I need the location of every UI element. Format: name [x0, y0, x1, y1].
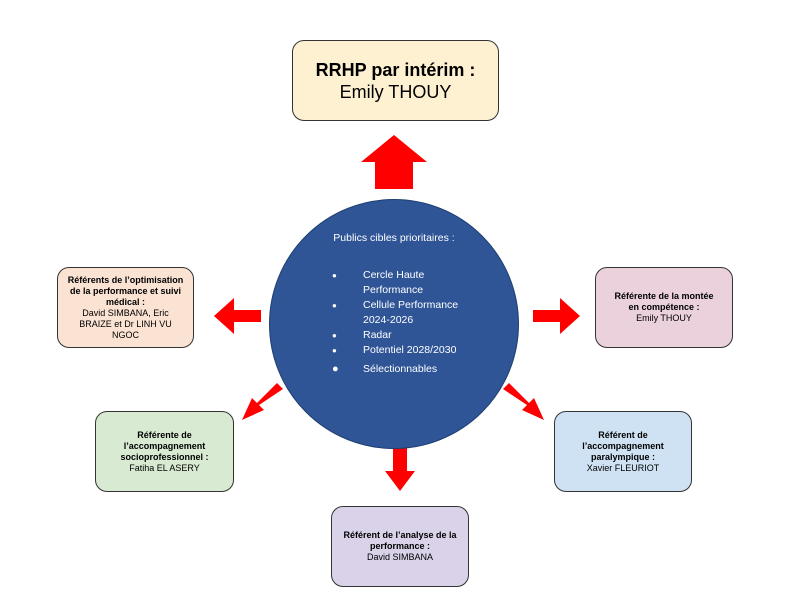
list-item: Potentiel 2028/2030 — [332, 343, 482, 358]
target-audience-list: Cercle Haute Performance Cellule Perform… — [332, 268, 482, 377]
center-heading: Publics cibles prioritaires : — [333, 232, 455, 244]
paralympique-box: Référent de l’accompagnement paralympiqu… — [554, 411, 692, 492]
rrhp-box: RRHP par intérim : Emily THOUY — [292, 40, 499, 121]
competence-title: Référente de la montée en compétence : — [614, 291, 714, 312]
rrhp-name: Emily THOUY — [339, 81, 452, 102]
arrow-left — [214, 298, 261, 334]
arrow-down — [385, 444, 415, 491]
list-item: Cercle Haute Performance — [332, 268, 482, 298]
analyse-title: Référent de l’analyse de la performance … — [343, 530, 457, 551]
competence-box: Référente de la montée en compétence : E… — [595, 267, 733, 348]
analyse-box: Référent de l’analyse de la performance … — [331, 506, 469, 587]
analyse-name: David SIMBANA — [366, 552, 434, 562]
socioprofessionnel-title: Référente de l’accompagnement socioprofe… — [120, 429, 209, 462]
arrow-down-left — [242, 383, 283, 420]
arrow-right — [533, 298, 580, 334]
paralympique-name: Xavier FLEURIOT — [586, 462, 660, 473]
optimisation-title: Référents de l’optimisation de la perfor… — [67, 274, 184, 307]
paralympique-title: Référent de l’accompagnement paralympiqu… — [582, 429, 664, 462]
optimisation-box: Référents de l’optimisation de la perfor… — [57, 267, 194, 348]
arrow-down-right — [503, 383, 544, 420]
competence-name: Emily THOUY — [636, 313, 692, 323]
rrhp-title: RRHP par intérim : — [315, 59, 476, 80]
list-item: Sélectionnables — [332, 362, 482, 377]
socioprofessionnel-box: Référente de l’accompagnement socioprofe… — [95, 411, 234, 492]
list-item: Cellule Performance 2024-2026 — [332, 298, 482, 328]
socioprofessionnel-name: Fatiha EL ASERY — [129, 462, 200, 473]
optimisation-names: David SIMBANA, Eric BRAIZE et Dr LINH VU… — [79, 307, 172, 340]
list-item: Radar — [332, 328, 482, 343]
center-circle: Publics cibles prioritaires : Cercle Hau… — [269, 199, 519, 449]
arrow-up — [361, 135, 427, 189]
